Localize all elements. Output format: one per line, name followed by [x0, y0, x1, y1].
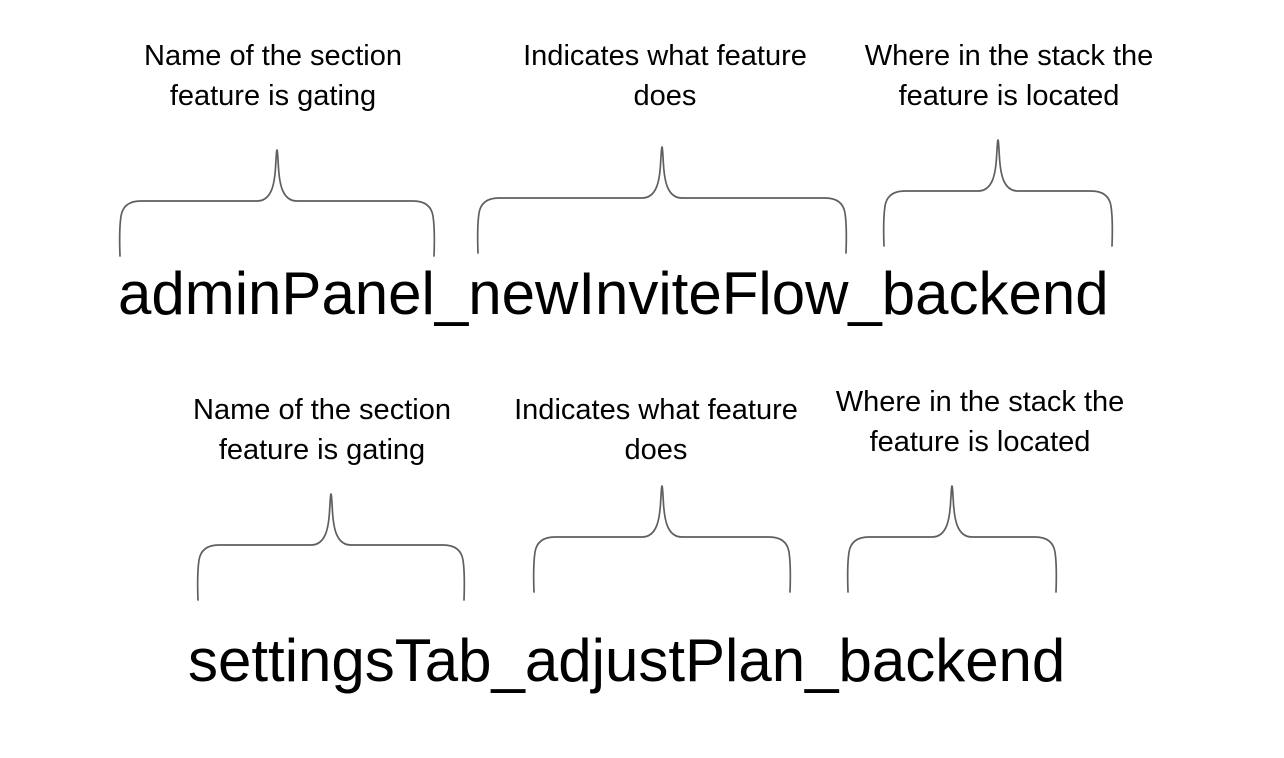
annotation-stack-label-row2: Where in the stack the feature is locate… — [835, 386, 1125, 458]
annotation-section-label-row2: Name of the section feature is gating — [193, 394, 451, 466]
curly-brace-stack-row1 — [882, 139, 1114, 247]
feature-flag-name-1: adminPanel_newInviteFlow_backend — [118, 260, 1109, 327]
curly-brace-stack-row2 — [846, 485, 1058, 593]
annotation-feature-label-row1: Indicates what feature does — [523, 40, 807, 112]
feature-flag-name-2: settingsTab_adjustPlan_backend — [188, 627, 1066, 694]
annotation-section-label-row1: Name of the section feature is gating — [144, 40, 402, 112]
curly-brace-feature-row1 — [476, 146, 848, 254]
curly-brace-section-row1 — [118, 149, 436, 257]
annotation-stack-label-row1: Where in the stack the feature is locate… — [864, 40, 1154, 112]
curly-brace-section-row2 — [196, 493, 466, 601]
curly-brace-feature-row2 — [532, 485, 792, 593]
annotation-feature-label-row2: Indicates what feature does — [514, 394, 798, 466]
